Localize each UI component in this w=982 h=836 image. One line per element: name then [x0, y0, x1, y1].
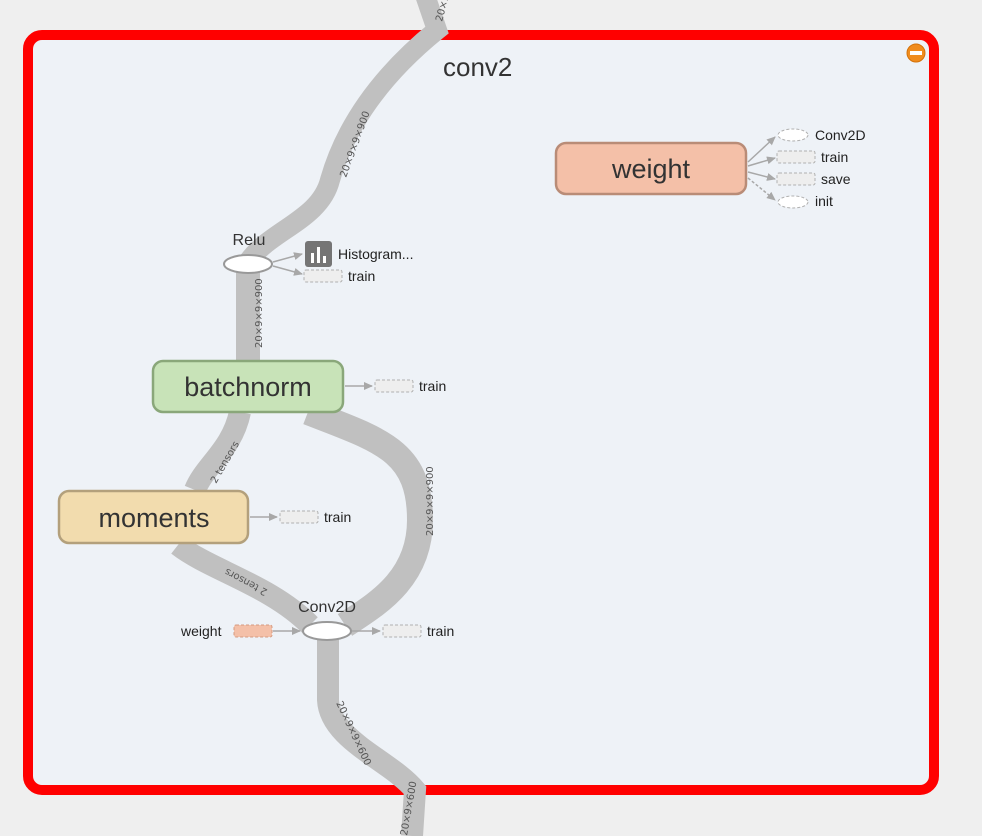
moments-node[interactable]: moments [57, 489, 250, 545]
conv2d-input-weight[interactable]: weight [180, 623, 273, 639]
edge-batchnorm-to-conv2d [303, 399, 434, 636]
relu-output-train[interactable]: train [303, 268, 375, 284]
histogram-icon [305, 241, 332, 267]
weight-node-label: weight [611, 154, 691, 184]
svg-text:train: train [427, 623, 454, 639]
edge-batchnorm-to-moments [184, 409, 251, 495]
svg-text:train: train [348, 268, 375, 284]
batchnorm-node-label: batchnorm [184, 372, 312, 402]
minus-circle-icon[interactable] [906, 43, 926, 63]
svg-text:Histogram...: Histogram... [338, 246, 413, 262]
edge-moments-to-conv2d [171, 536, 318, 633]
svg-text:weight: weight [180, 623, 222, 639]
conv2d-label: Conv2D [298, 599, 356, 616]
batchnorm-node[interactable]: batchnorm [151, 359, 345, 414]
edge-conv2d-out [317, 636, 427, 836]
weight-output-train[interactable]: train [776, 149, 848, 165]
conv2d-output-train[interactable]: train [382, 623, 454, 639]
relu-output-histogram[interactable]: Histogram... [305, 241, 413, 267]
weight-output-conv2d[interactable]: Conv2D [777, 127, 866, 143]
moments-output-train[interactable]: train [279, 509, 351, 525]
moments-node-label: moments [98, 503, 209, 533]
svg-text:init: init [815, 193, 833, 209]
conv2-group-box[interactable] [23, 30, 939, 795]
relu-node[interactable] [223, 254, 273, 274]
edge-label-relu-to-batchnorm: 20×9×9×900 [254, 278, 265, 348]
svg-text:train: train [821, 149, 848, 165]
svg-text:Conv2D: Conv2D [815, 127, 866, 143]
svg-text:train: train [419, 378, 446, 394]
edge-label-batchnorm-to-conv2d: 20×9×9×900 [425, 466, 436, 536]
conv2d-node[interactable] [302, 621, 352, 641]
relu-label: Relu [233, 232, 266, 249]
svg-text:save: save [821, 171, 851, 187]
weight-node[interactable]: weight [554, 141, 748, 196]
weight-output-init[interactable]: init [777, 193, 833, 209]
weight-output-save[interactable]: save [776, 171, 851, 187]
svg-text:train: train [324, 509, 351, 525]
batchnorm-output-train[interactable]: train [374, 378, 446, 394]
edge-input-to-relu [239, 0, 449, 269]
group-title: conv2 [443, 52, 512, 82]
